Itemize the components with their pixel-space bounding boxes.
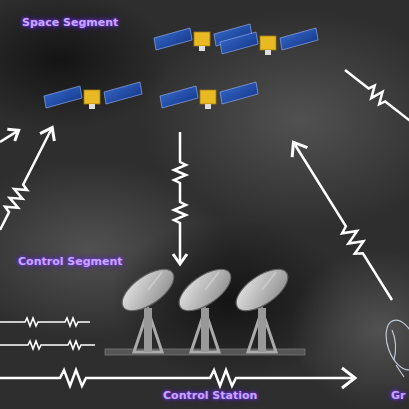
segment-label: Control Segment: [18, 255, 123, 268]
segment-label: Space Segment: [22, 16, 118, 29]
segment-label: Control Station: [163, 389, 257, 402]
segment-label: Gr: [391, 389, 405, 402]
